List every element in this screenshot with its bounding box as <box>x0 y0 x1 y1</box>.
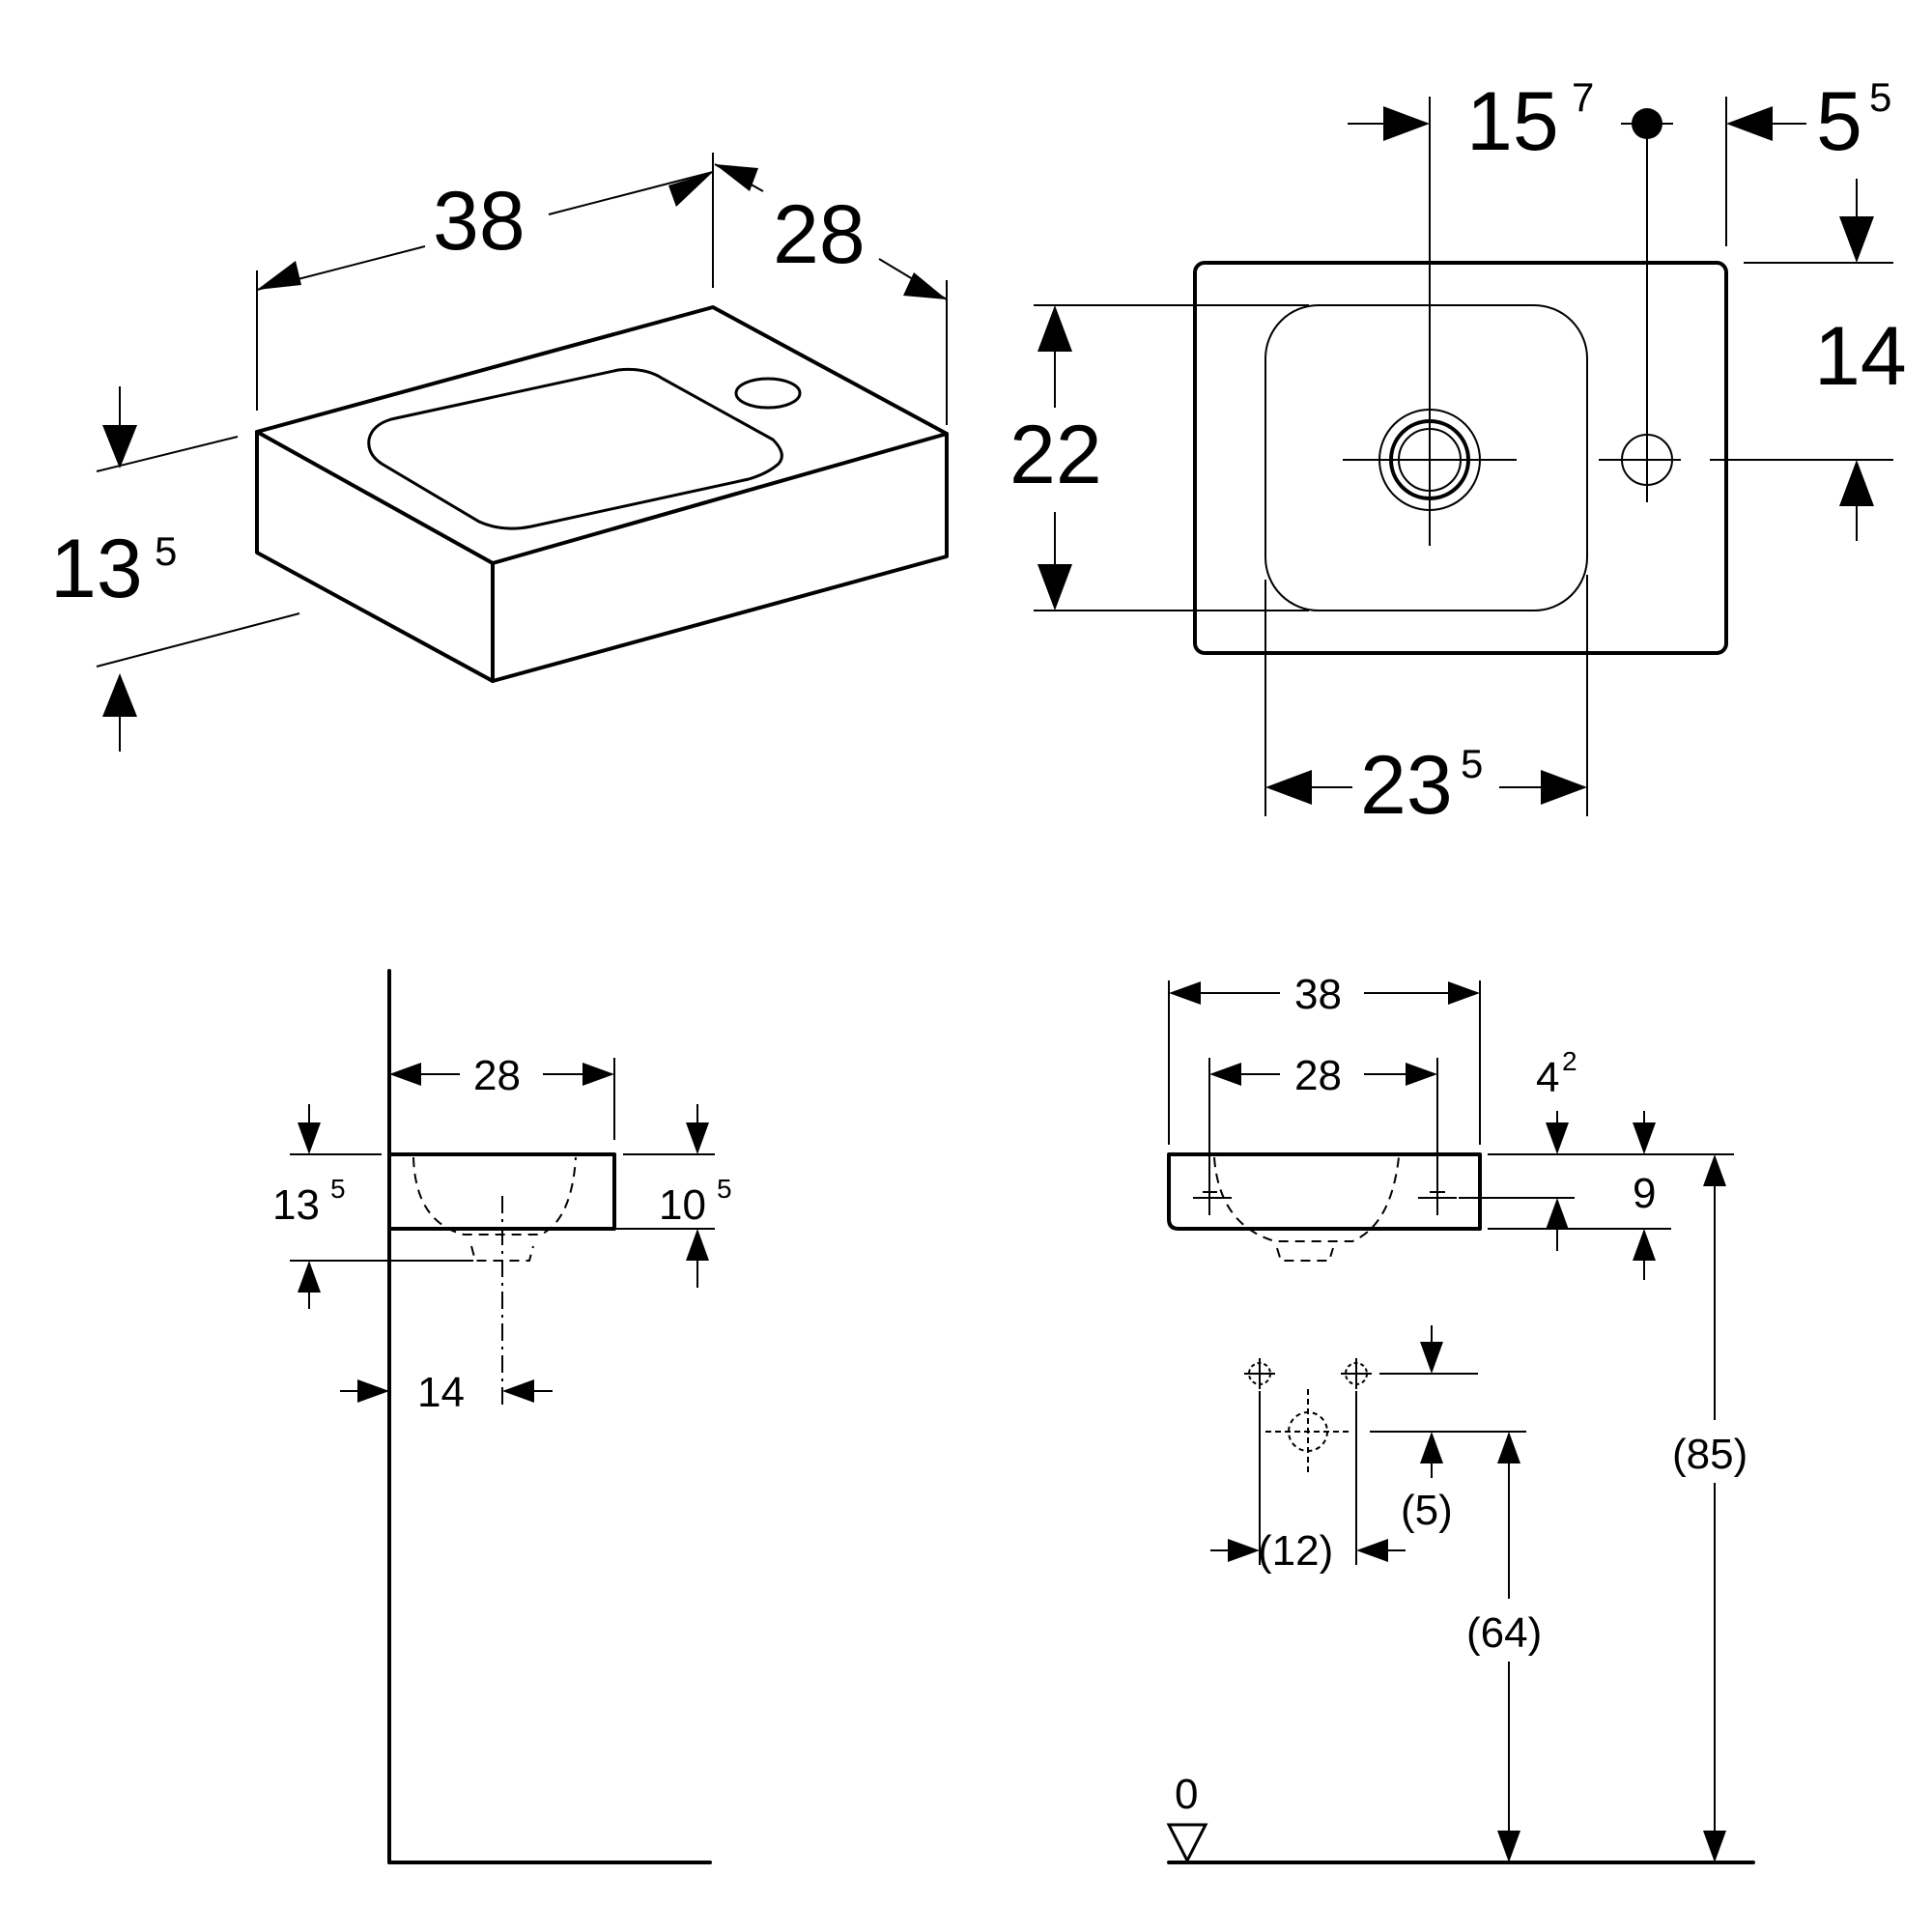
arrow-head <box>582 1063 614 1086</box>
supply-point-right <box>1341 1358 1372 1389</box>
arrow-head <box>1037 305 1072 352</box>
tap-hole <box>734 377 802 410</box>
arrow-head <box>1546 1198 1569 1230</box>
basin-side-outline <box>387 1152 616 1231</box>
bowl-width-label: 23 <box>1360 739 1453 832</box>
arrow-head <box>1169 981 1201 1005</box>
bowl-depth-label: 22 <box>1009 409 1102 501</box>
waste-hidden <box>1276 1247 1334 1262</box>
basin-front-outline <box>1167 1152 1482 1231</box>
edge-offset-sup: 5 <box>1869 74 1891 120</box>
rim-height-label: (85) <box>1672 1431 1747 1478</box>
basin-right-face <box>491 432 949 683</box>
arrow-head <box>102 425 137 469</box>
arrow-head <box>1703 1154 1726 1186</box>
iso-height-sup: 5 <box>155 528 177 574</box>
tap-depth-label: 14 <box>1814 310 1907 403</box>
top-view: 15 7 5 5 14 22 23 5 <box>1009 74 1907 832</box>
basin-bowl-hidden <box>412 1156 577 1236</box>
arrow-head <box>1356 1539 1388 1562</box>
iso-height-label: 13 <box>50 523 143 615</box>
arrow-head <box>1228 1539 1260 1562</box>
arrow-head <box>1448 981 1480 1005</box>
arrow-head <box>1726 106 1773 141</box>
side-bowl-height-label: 10 <box>659 1181 706 1229</box>
iso-width-label: 38 <box>433 175 526 268</box>
fix-offset-label: 9 <box>1633 1170 1656 1217</box>
fixing-point-left <box>1193 1180 1232 1215</box>
arrow-head <box>1497 1432 1520 1463</box>
arrow-head <box>1383 106 1430 141</box>
arrow-head <box>1209 1063 1241 1086</box>
tap-offset-label: 15 <box>1466 75 1559 168</box>
arrow-head <box>1420 1342 1443 1374</box>
arrow-head <box>1703 1831 1726 1862</box>
side-height-label: 13 <box>272 1181 320 1229</box>
arrow-head <box>668 172 713 207</box>
basin-top-outline <box>255 305 949 565</box>
waste-height-label: (64) <box>1466 1609 1542 1657</box>
side-view: 28 13 5 10 5 14 <box>272 969 732 1864</box>
front-fix-spacing-label: 28 <box>1294 1052 1342 1099</box>
side-waste-offset-label: 14 <box>417 1369 465 1416</box>
extension-line <box>96 612 300 668</box>
front-width-label: 38 <box>1294 971 1342 1018</box>
arrow-head <box>1541 770 1587 805</box>
arrow-head <box>298 1122 321 1154</box>
arrow-head <box>257 261 301 290</box>
arrow-head <box>1839 460 1874 506</box>
fix-top-sup: 2 <box>1562 1046 1577 1076</box>
basin-bowl-outline <box>367 367 783 530</box>
basin-bowl-outline <box>1264 304 1588 611</box>
arrow-head <box>1037 564 1072 611</box>
arrow-head <box>715 164 758 191</box>
front-view: 0 38 28 <box>1166 971 1755 1864</box>
arrow-head <box>1497 1831 1520 1862</box>
arrow-head <box>298 1261 321 1293</box>
isometric-view: 38 28 13 5 <box>50 153 949 752</box>
tap-offset-sup: 7 <box>1572 74 1594 120</box>
arrow-head <box>686 1122 709 1154</box>
arrow-head <box>389 1063 421 1086</box>
arrow-head <box>357 1379 389 1403</box>
arrow-head <box>1633 1229 1656 1261</box>
side-depth-label: 28 <box>473 1052 521 1099</box>
waste-connection-point <box>1265 1389 1352 1473</box>
arrow-head <box>903 272 947 299</box>
arrow-head <box>102 673 137 717</box>
side-height-sup: 5 <box>330 1174 346 1204</box>
arrow-head <box>1265 770 1312 805</box>
arrow-head <box>1633 1122 1656 1154</box>
basin-top-outline <box>1193 261 1728 655</box>
arrow-head <box>686 1229 709 1261</box>
basin-bowl-hidden <box>1213 1156 1400 1242</box>
floor-level-marker <box>1166 1823 1208 1864</box>
dimension-line <box>548 171 714 215</box>
supply-offset-label: (5) <box>1401 1487 1453 1534</box>
arrow-head <box>1546 1122 1569 1154</box>
fix-top-label: 4 <box>1536 1054 1559 1101</box>
iso-depth-label: 28 <box>773 188 866 281</box>
supply-point-left <box>1244 1358 1275 1389</box>
bowl-width-sup: 5 <box>1461 741 1483 786</box>
side-bowl-height-sup: 5 <box>717 1174 732 1204</box>
edge-offset-label: 5 <box>1816 75 1862 168</box>
basin-front-face <box>255 430 495 683</box>
arrow-head <box>1420 1432 1443 1463</box>
supply-spacing-label: (12) <box>1258 1527 1333 1575</box>
arrow-head <box>502 1379 534 1403</box>
arrow-head <box>1406 1063 1437 1086</box>
floor-level-label: 0 <box>1175 1771 1198 1818</box>
arrow-head <box>1839 216 1874 263</box>
